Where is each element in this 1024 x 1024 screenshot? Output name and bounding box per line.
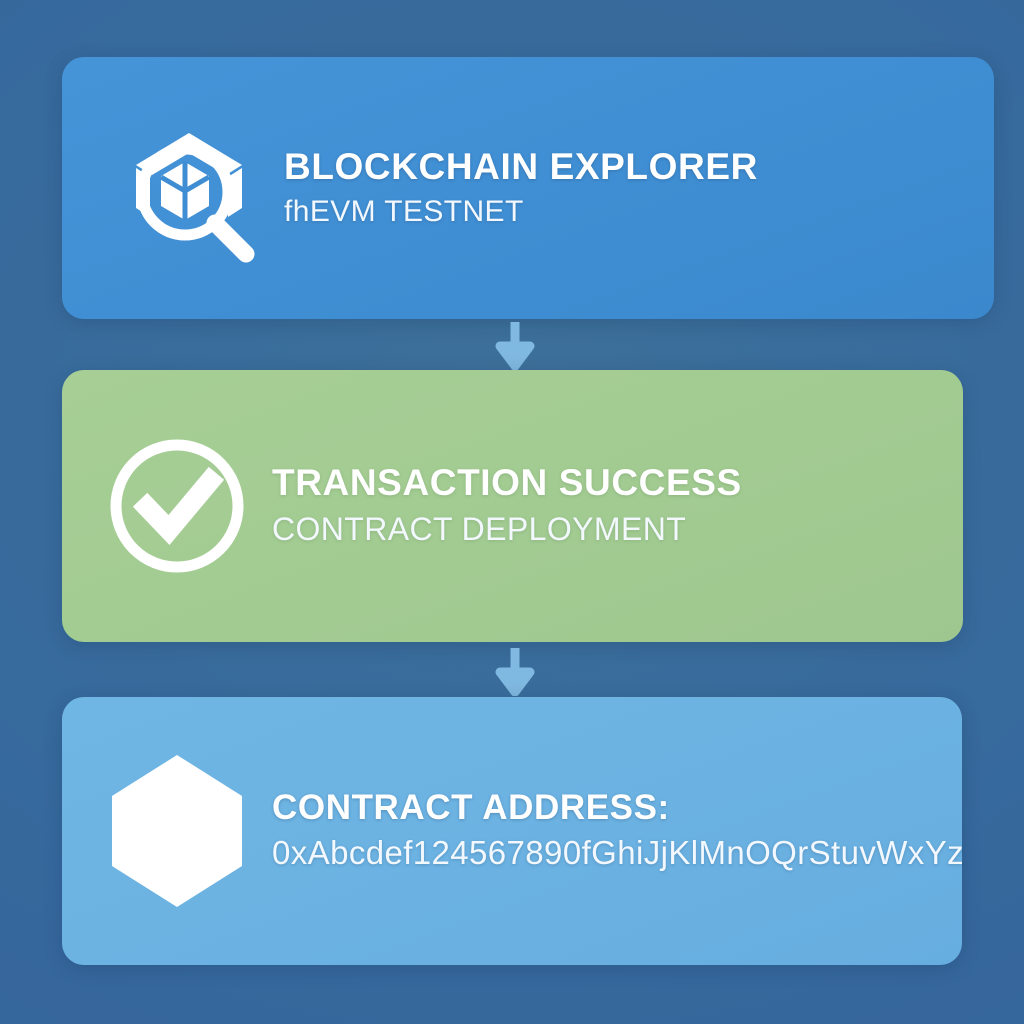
card-blockchain-explorer-title: BLOCKCHAIN EXPLORER [284, 145, 758, 187]
card-contract-address[interactable]: CONTRACT ADDRESS: 0xAbcdef124567890fGhiJ… [62, 697, 964, 965]
card-blockchain-explorer[interactable]: BLOCKCHAIN EXPLORER fhEVM TESTNET [62, 57, 994, 319]
card-blockchain-explorer-subtitle: fhEVM TESTNET [284, 195, 524, 229]
arrow-down-icon [494, 648, 536, 697]
card-transaction-success-text: TRANSACTION SUCCESS CONTRACT DEPLOYMENT [272, 461, 742, 550]
hexagon-icon [82, 736, 272, 926]
card-blockchain-explorer-text: BLOCKCHAIN EXPLORER fhEVM TESTNET [284, 145, 758, 232]
card-transaction-success-subtitle: CONTRACT DEPLOYMENT [272, 511, 687, 548]
arrow-down-icon [494, 322, 536, 371]
card-transaction-success[interactable]: TRANSACTION SUCCESS CONTRACT DEPLOYMENT [62, 370, 963, 642]
card-transaction-success-title: TRANSACTION SUCCESS [272, 462, 742, 504]
card-contract-address-text: CONTRACT ADDRESS: 0xAbcdef124567890fGhiJ… [272, 787, 964, 875]
check-circle-icon [82, 411, 272, 601]
card-contract-address-title: CONTRACT ADDRESS: [272, 787, 670, 827]
card-contract-address-value[interactable]: 0xAbcdef124567890fGhiJjKlMnOQrStuvWxYz [272, 834, 965, 872]
magnifier-block-icon [94, 93, 284, 283]
